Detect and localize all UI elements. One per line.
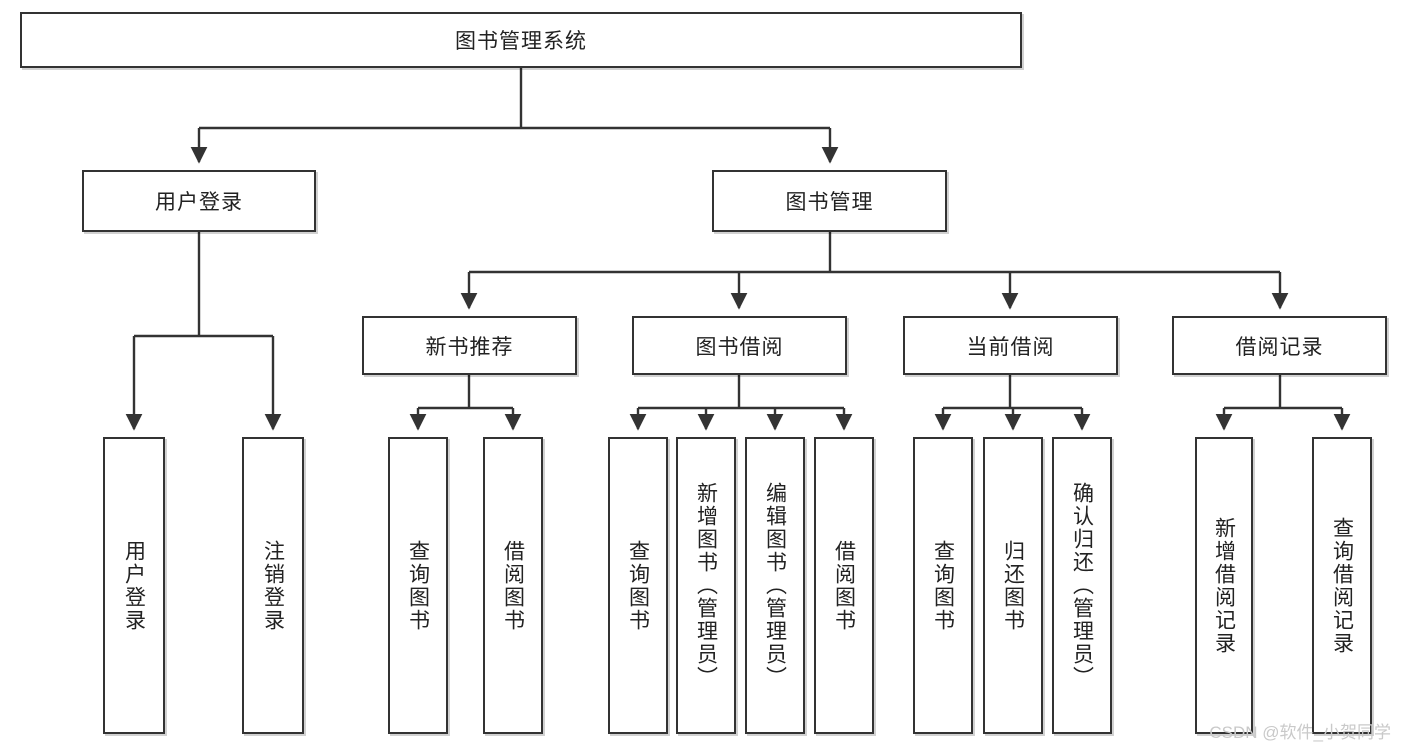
node-root[interactable]: 图书管理系统 bbox=[20, 12, 1022, 68]
node-book-borrow[interactable]: 图书借阅 bbox=[632, 316, 847, 375]
node-user-login[interactable]: 用户登录 bbox=[82, 170, 316, 232]
leaf-add-book-label: 新增图书（管理员） bbox=[694, 482, 718, 689]
node-root-label: 图书管理系统 bbox=[455, 30, 587, 53]
leaf-query-book-3-label: 查询图书 bbox=[931, 539, 955, 632]
node-new-book-recommend[interactable]: 新书推荐 bbox=[362, 316, 577, 375]
leaf-add-book[interactable]: 新增图书（管理员） bbox=[676, 437, 736, 734]
node-borrow-records-label: 借阅记录 bbox=[1235, 335, 1324, 359]
node-user-login-label: 用户登录 bbox=[155, 191, 243, 214]
node-borrow-records[interactable]: 借阅记录 bbox=[1172, 316, 1387, 375]
leaf-return-book[interactable]: 归还图书 bbox=[983, 437, 1043, 734]
leaf-add-record-label: 新增借阅记录 bbox=[1212, 516, 1236, 655]
leaf-query-book-1[interactable]: 查询图书 bbox=[388, 437, 448, 734]
leaf-borrow-book-1[interactable]: 借阅图书 bbox=[483, 437, 543, 734]
node-current-borrow[interactable]: 当前借阅 bbox=[903, 316, 1118, 375]
leaf-borrow-book-1-label: 借阅图书 bbox=[501, 539, 525, 632]
leaf-user-login-label: 用户登录 bbox=[122, 539, 146, 632]
leaf-edit-book[interactable]: 编辑图书（管理员） bbox=[745, 437, 805, 734]
node-book-management[interactable]: 图书管理 bbox=[712, 170, 947, 232]
node-book-borrow-label: 图书借阅 bbox=[695, 335, 784, 359]
leaf-return-book-label: 归还图书 bbox=[1001, 539, 1025, 632]
node-new-book-recommend-label: 新书推荐 bbox=[425, 335, 514, 359]
leaf-query-book-3[interactable]: 查询图书 bbox=[913, 437, 973, 734]
leaf-query-record[interactable]: 查询借阅记录 bbox=[1312, 437, 1372, 734]
leaf-user-logout[interactable]: 注销登录 bbox=[242, 437, 304, 734]
leaf-query-book-2-label: 查询图书 bbox=[626, 539, 650, 632]
leaf-borrow-book-2[interactable]: 借阅图书 bbox=[814, 437, 874, 734]
leaf-query-book-2[interactable]: 查询图书 bbox=[608, 437, 668, 734]
leaf-add-record[interactable]: 新增借阅记录 bbox=[1195, 437, 1253, 734]
leaf-user-logout-label: 注销登录 bbox=[261, 539, 285, 632]
leaf-confirm-return[interactable]: 确认归还（管理员） bbox=[1052, 437, 1112, 734]
leaf-query-record-label: 查询借阅记录 bbox=[1330, 516, 1354, 655]
leaf-user-login[interactable]: 用户登录 bbox=[103, 437, 165, 734]
csdn-watermark: CSDN @软件_小贺同学 bbox=[1209, 723, 1391, 742]
leaf-borrow-book-2-label: 借阅图书 bbox=[832, 539, 856, 632]
leaf-edit-book-label: 编辑图书（管理员） bbox=[763, 482, 787, 689]
node-current-borrow-label: 当前借阅 bbox=[966, 335, 1055, 359]
node-book-management-label: 图书管理 bbox=[785, 191, 874, 214]
leaf-query-book-1-label: 查询图书 bbox=[406, 539, 430, 632]
leaf-confirm-return-label: 确认归还（管理员） bbox=[1070, 482, 1094, 689]
